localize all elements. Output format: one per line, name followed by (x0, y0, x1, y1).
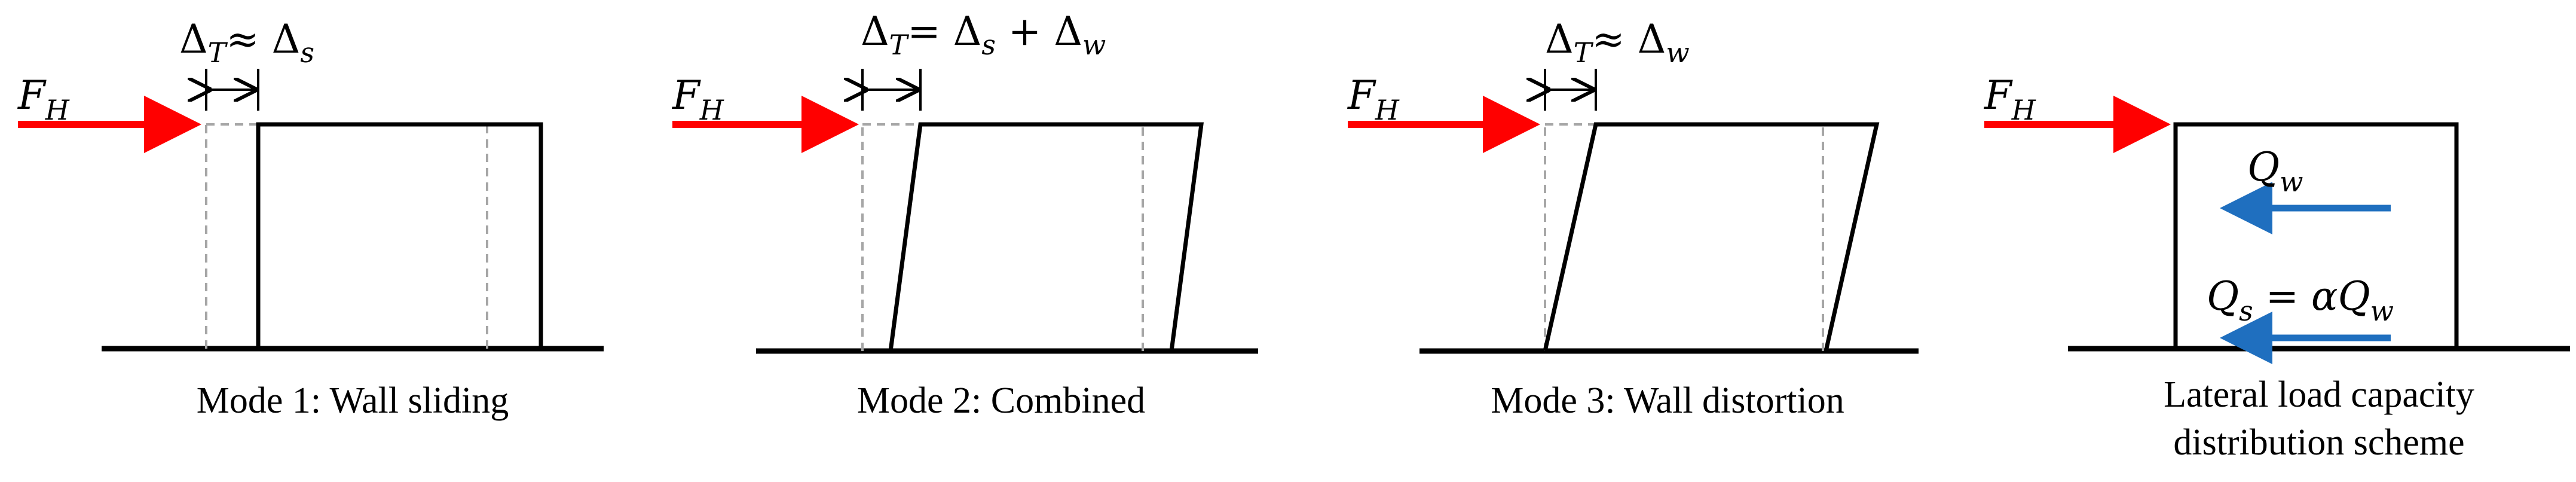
panel-caption-line1: Lateral load capacity (2164, 374, 2474, 415)
displacement-dimension (862, 69, 922, 111)
wall-outline (888, 122, 1204, 352)
panel-mode-1: FH ΔT≈ Δs Mode 1: Wall sliding (17, 16, 604, 421)
panel-caption: Mode 1: Wall sliding (197, 380, 509, 421)
force-label: FH (17, 72, 70, 126)
wall-outline (2173, 122, 2459, 349)
panel-mode-3: FH ΔT≈ Δw Mode 3: Wall distortion (1347, 16, 1919, 421)
panel-caption: Mode 2: Combined (857, 380, 1145, 421)
displacement-equation: ΔT≈ Δw (1545, 16, 1690, 69)
force-label: FH (1347, 72, 1400, 126)
panel-caption: Mode 3: Wall distortion (1491, 380, 1844, 421)
displacement-dimension (206, 69, 259, 111)
panel-caption-line2: distribution scheme (2173, 422, 2464, 463)
panel-capacity-scheme: FH Qw Qs = αQw Lateral load capacity dis… (1984, 72, 2570, 463)
wall-outline (256, 122, 543, 349)
wall-outline (1543, 122, 1880, 352)
panel-mode-2: FH ΔT= Δs + Δw Mode 2: Combined (672, 8, 1258, 421)
displacement-equation: ΔT= Δs + Δw (861, 8, 1106, 61)
sliding-capacity-label: Qs = αQw (2207, 273, 2394, 327)
displacement-dimension (1545, 69, 1597, 111)
force-label: FH (1984, 72, 2036, 126)
displacement-equation: ΔT≈ Δs (179, 16, 314, 69)
wall-capacity-label: Qw (2247, 144, 2303, 198)
force-label: FH (672, 72, 724, 126)
